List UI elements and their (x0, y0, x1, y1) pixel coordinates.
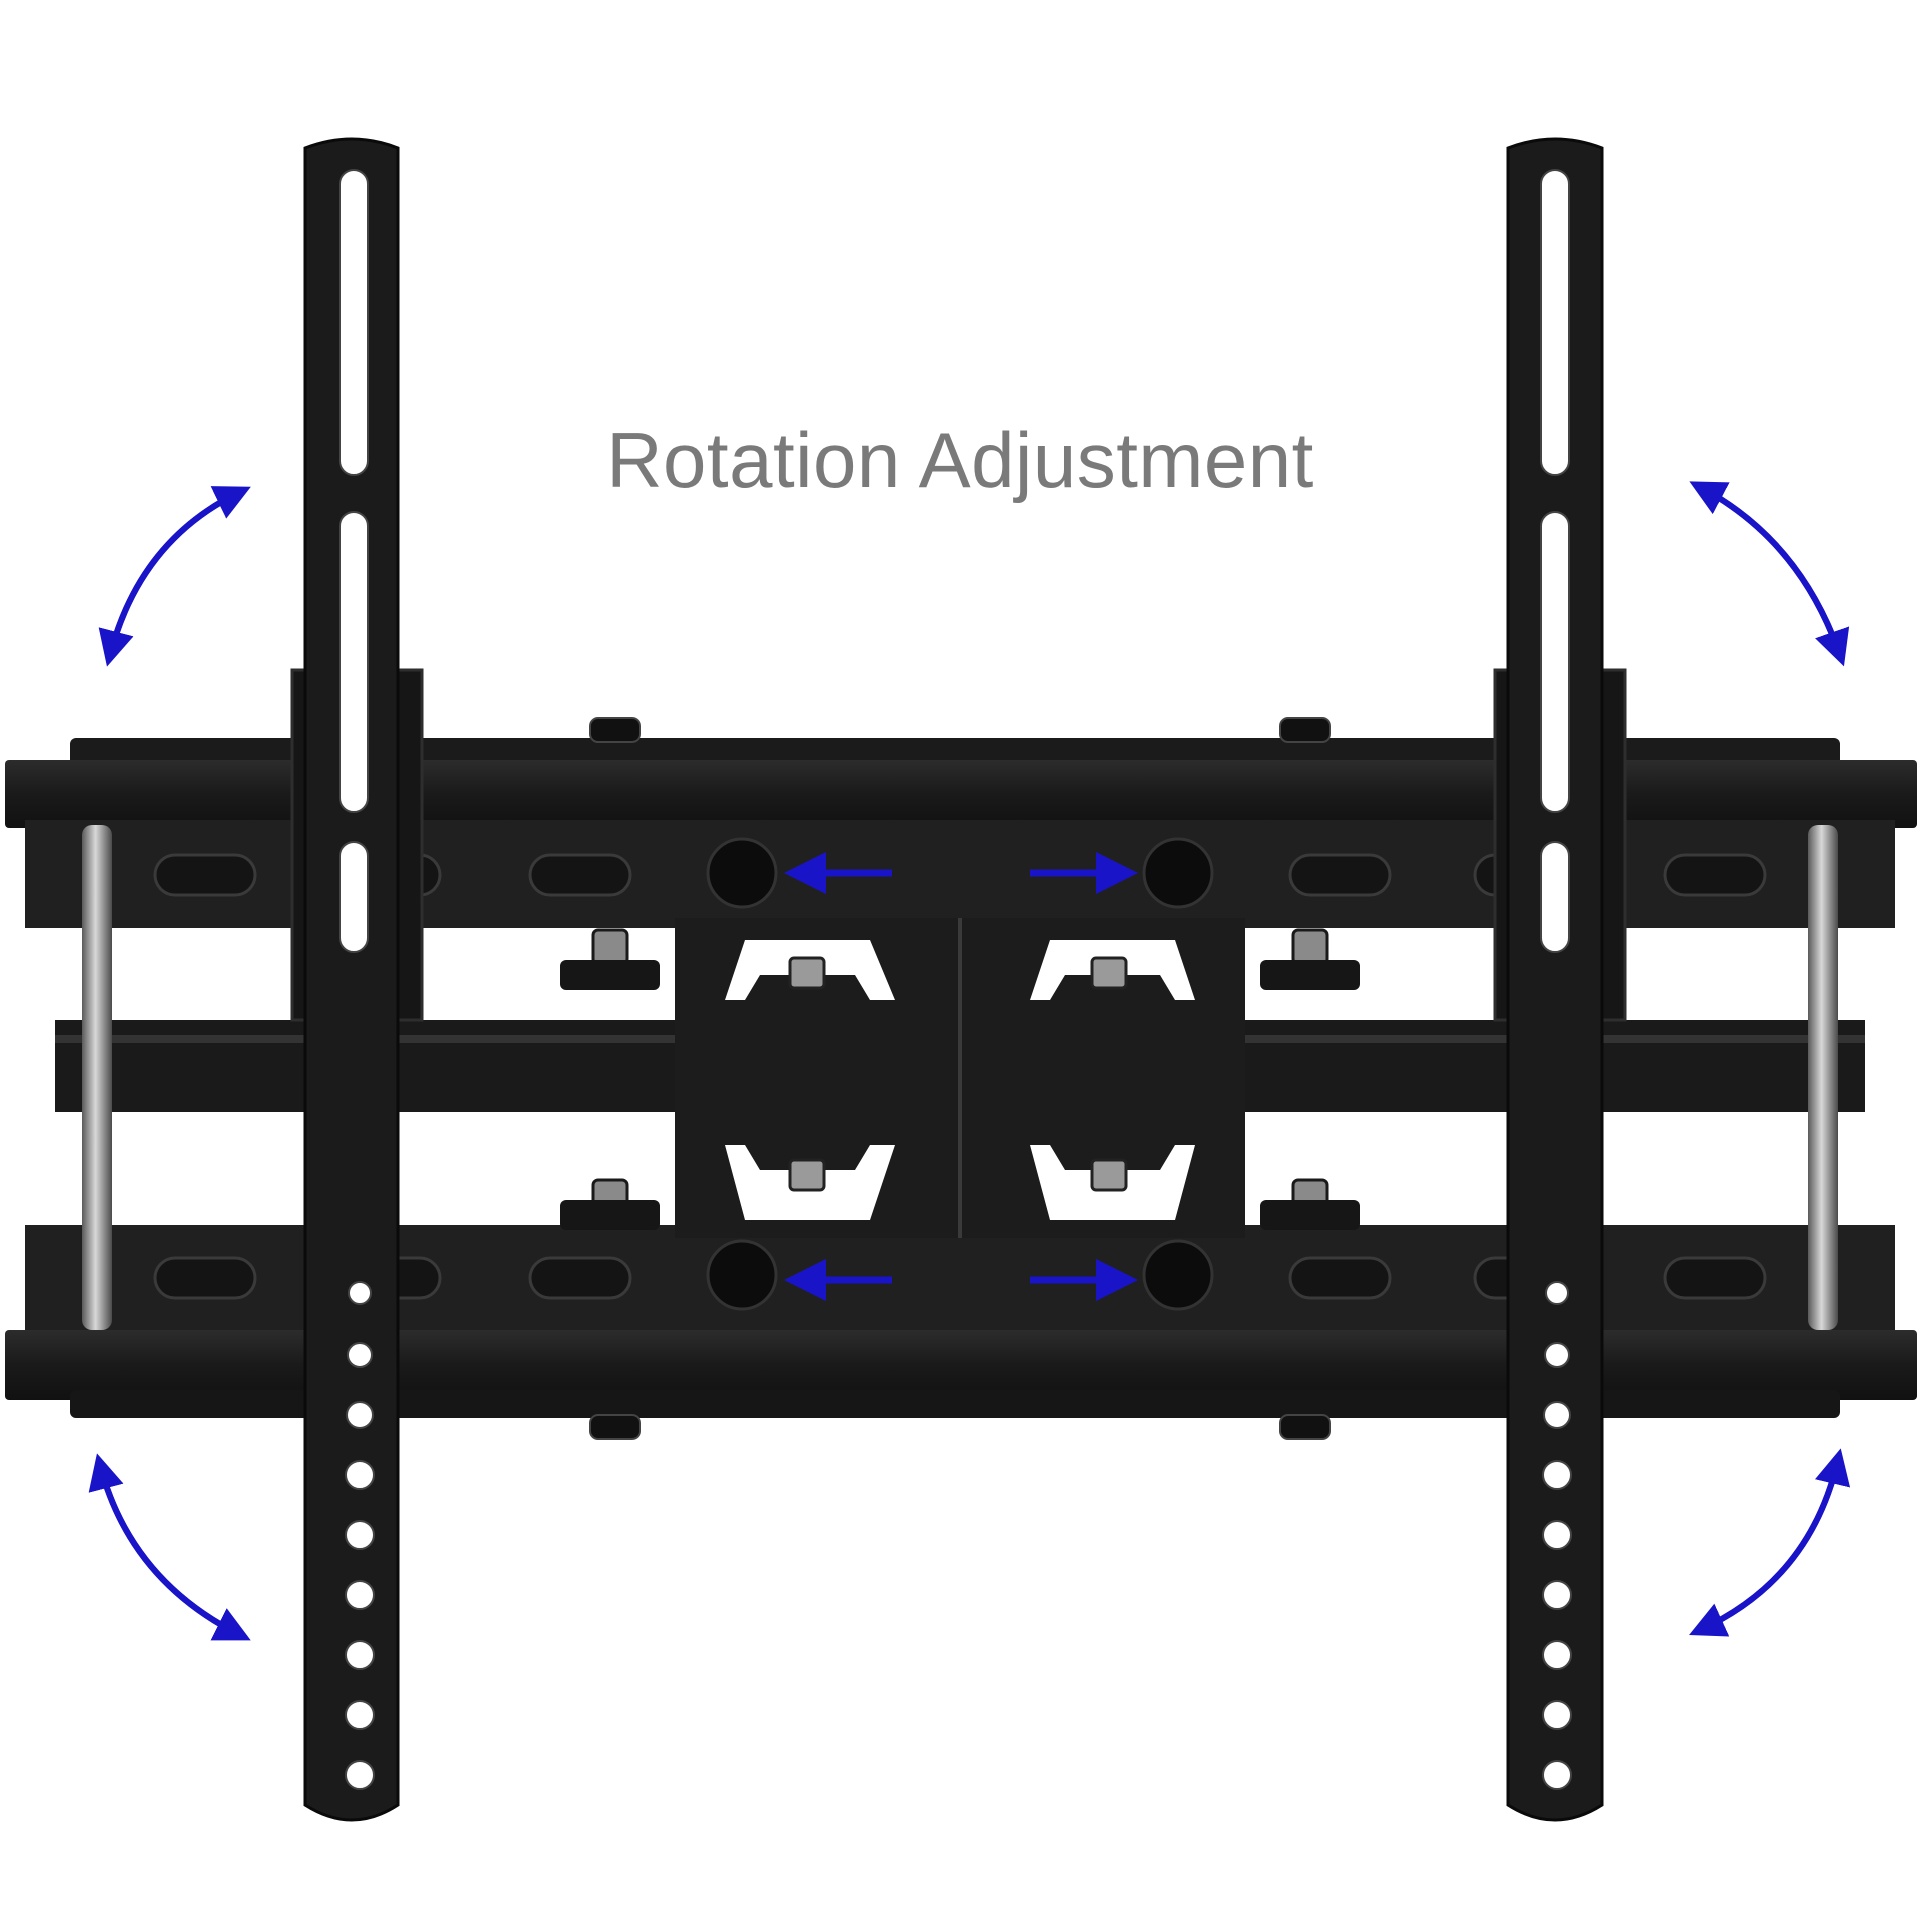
bottom-rail (70, 1390, 1840, 1418)
right-chrome-post (1808, 825, 1838, 1330)
curved-double-arrow-icon (1689, 1448, 1851, 1637)
right-vertical-bracket (1493, 137, 1627, 1822)
curved-double-arrow-icon (1689, 481, 1850, 667)
curved-double-arrow-icon (98, 486, 251, 667)
slide-arrows (784, 852, 1138, 1301)
left-vertical-bracket (290, 137, 424, 1822)
rotation-adjustment-caption: Rotation Adjustment (606, 416, 1314, 504)
rotation-arrows (88, 481, 1851, 1641)
left-chrome-post (82, 825, 112, 1330)
top-rail-front (5, 760, 1917, 828)
bottom-rail-front (5, 1330, 1917, 1400)
curved-double-arrow-icon (88, 1453, 251, 1641)
